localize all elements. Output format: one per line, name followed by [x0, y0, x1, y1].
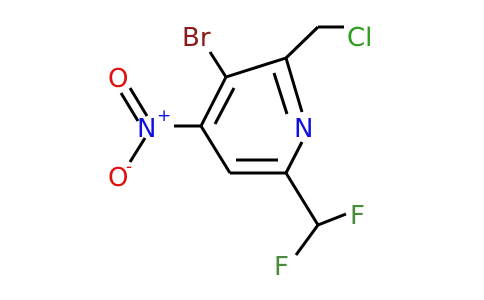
bond-c2-n1-inner	[272, 72, 289, 115]
bond-c6-chf2	[284, 172, 320, 226]
nitro-oxygen-bottom-charge: -	[126, 157, 132, 177]
bromine-label: Br	[182, 23, 211, 53]
bond-c3-c2	[225, 56, 287, 79]
ring-nitrogen-label: N	[294, 114, 313, 144]
bond-c4-c3-inner	[213, 87, 236, 125]
nitro-nitrogen-charge: +	[157, 106, 171, 126]
bond-c5-c4	[199, 125, 232, 174]
bond-c2-n1	[284, 57, 304, 113]
bond-c4-c3	[199, 76, 228, 127]
atom-labels: Br Cl N N + O O - F F	[108, 23, 372, 282]
bond-n1-c6	[284, 141, 304, 174]
fluorine-right-label: F	[350, 201, 365, 231]
bonds	[119, 25, 347, 256]
bond-nitro-n-o-top-b	[119, 92, 140, 122]
bond-c3-br	[208, 51, 228, 78]
nitro-nitrogen-label: N	[137, 114, 156, 144]
bond-chf2-f-right	[317, 212, 347, 227]
bond-nitro-n-o-bottom	[128, 137, 147, 163]
bond-c2-ch2	[284, 25, 320, 60]
chlorine-label: Cl	[347, 23, 372, 53]
nitro-oxygen-bottom-label: O	[108, 163, 128, 193]
bond-nitro-n-o-top-a	[128, 87, 149, 117]
bond-chf2-f-left	[294, 224, 320, 256]
fluorine-left-label: F	[274, 252, 289, 282]
nitro-oxygen-top-label: O	[108, 64, 128, 94]
